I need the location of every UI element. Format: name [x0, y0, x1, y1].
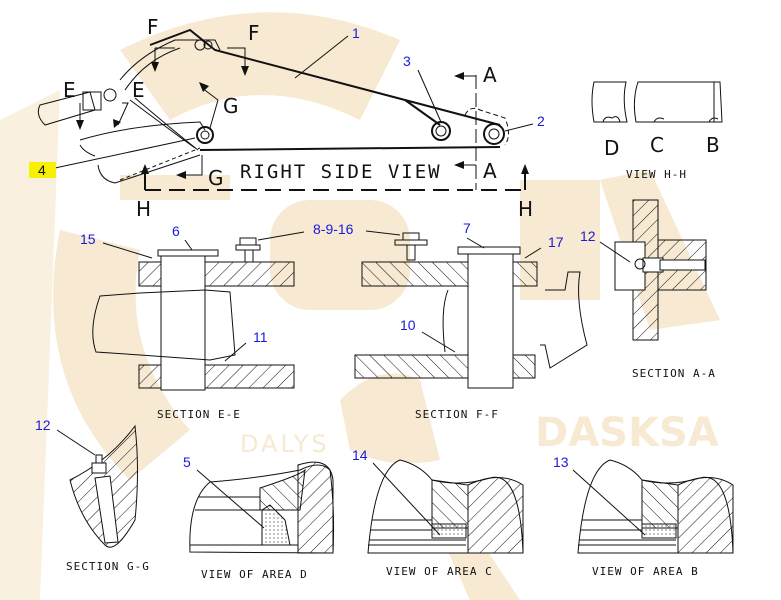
section-mark-f-right: F: [248, 21, 260, 45]
callout-14[interactable]: 14: [352, 447, 368, 463]
section-mark-g-bottom: G: [208, 166, 224, 190]
callout-17[interactable]: 17: [548, 234, 564, 250]
callout-12-section-g[interactable]: 12: [35, 417, 51, 433]
section-f-f: 7 17 10 SECTION F-F: [354, 220, 588, 421]
callout-3[interactable]: 3: [403, 53, 411, 69]
callout-2[interactable]: 2: [537, 113, 545, 129]
section-e-e: 15 6 11 SECTION E-E: [80, 223, 305, 421]
view-area-b: 13 VIEW OF AREA B: [553, 454, 734, 578]
callout-5[interactable]: 5: [183, 454, 191, 470]
callout-15[interactable]: 15: [80, 231, 96, 247]
section-aa-caption: SECTION A-A: [632, 367, 716, 380]
callout-11[interactable]: 11: [253, 329, 268, 345]
section-mark-a-top: A: [483, 63, 497, 87]
view-area-d: 5 VIEW OF AREA D: [183, 454, 335, 581]
section-mark-h-right: H: [518, 197, 533, 221]
section-mark-e-right: E: [132, 78, 145, 102]
view-hh-caption: VIEW H-H: [626, 168, 687, 181]
watermark-subtext: DALYS: [240, 430, 330, 458]
view-area-c: 14 VIEW OF AREA C: [352, 447, 524, 578]
view-hh-label-b: B: [706, 133, 720, 157]
section-mark-g-top: G: [223, 94, 239, 118]
section-g-g: 12 SECTION G-G: [35, 417, 150, 573]
right-side-view: F F E E G G A A H H RIGHT SIDE VIEW 1 3 …: [29, 15, 545, 221]
callout-4-highlight: [29, 162, 56, 178]
callout-13[interactable]: 13: [553, 454, 569, 470]
area-c-caption: VIEW OF AREA C: [386, 565, 493, 578]
section-mark-h-left: H: [136, 197, 151, 221]
area-b-caption: VIEW OF AREA B: [592, 565, 699, 578]
section-ff-caption: SECTION F-F: [415, 408, 499, 421]
callout-1[interactable]: 1: [352, 25, 360, 41]
section-a-a: 12 SECTION A-A: [580, 199, 716, 380]
view-hh-label-c: C: [650, 133, 664, 157]
view-h-h: D C B VIEW H-H: [591, 81, 723, 181]
right-side-view-title: RIGHT SIDE VIEW: [240, 161, 442, 183]
callout-7[interactable]: 7: [463, 220, 471, 236]
callout-4[interactable]: 4: [38, 162, 46, 178]
area-d-caption: VIEW OF AREA D: [201, 568, 308, 581]
callout-6[interactable]: 6: [172, 223, 180, 239]
section-mark-a-bottom: A: [483, 159, 497, 183]
section-ee-caption: SECTION E-E: [157, 408, 241, 421]
callout-12-section-a[interactable]: 12: [580, 228, 596, 244]
view-hh-label-d: D: [604, 136, 619, 160]
watermark-text: DASKSA: [535, 410, 719, 456]
callout-8-9-16[interactable]: 8-9-16: [313, 221, 354, 237]
section-mark-e-left: E: [63, 78, 76, 102]
callout-10[interactable]: 10: [400, 317, 416, 333]
section-gg-caption: SECTION G-G: [66, 560, 150, 573]
section-mark-f-left: F: [147, 15, 159, 39]
